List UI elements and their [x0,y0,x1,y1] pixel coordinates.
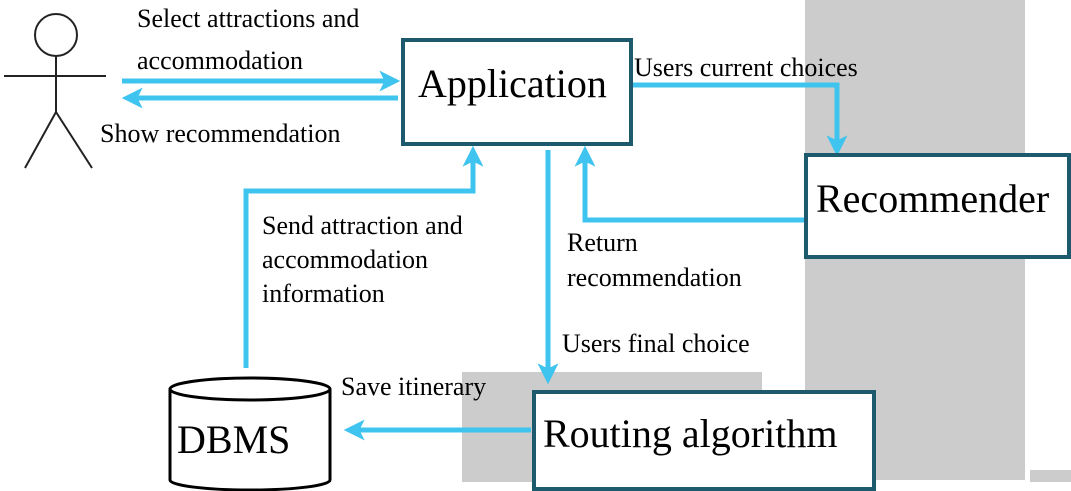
edge-label-send-info-line3: information [262,279,385,308]
background-panel-strip [1030,470,1071,482]
arrow-dbms-to-application [243,145,484,368]
edge-label-show-recommendation: Show recommendation [100,119,340,148]
routing-algorithm-node: Routing algorithm [532,390,876,491]
edge-label-return-line1: Return [567,228,638,257]
recommender-label: Recommender [816,176,1049,221]
edge-label-send-info-line2: accommodation [262,245,428,274]
recommender-node: Recommender [804,153,1071,259]
edge-label-select-line2: accommodation [137,46,303,75]
arrow-application-to-recommender [633,82,848,157]
edge-label-send-info-line1: Send attraction and [262,211,463,240]
edge-label-users-final-choice: Users final choice [562,329,750,358]
edge-label-select-line1: Select attractions and [137,4,359,33]
edge-label-return-line2: recommendation [567,263,742,292]
application-node: Application [401,38,633,146]
edge-label-users-current-choices: Users current choices [634,53,858,82]
dbms-label: DBMS [177,417,290,462]
edge-label-save-itinerary: Save itinerary [341,372,486,401]
application-label: Application [418,61,607,106]
arrow-recommender-to-application [574,145,806,223]
database-cylinder-icon: DBMS [168,376,332,491]
routing-algorithm-label: Routing algorithm [543,411,837,456]
stick-figure-actor-icon [4,13,106,169]
